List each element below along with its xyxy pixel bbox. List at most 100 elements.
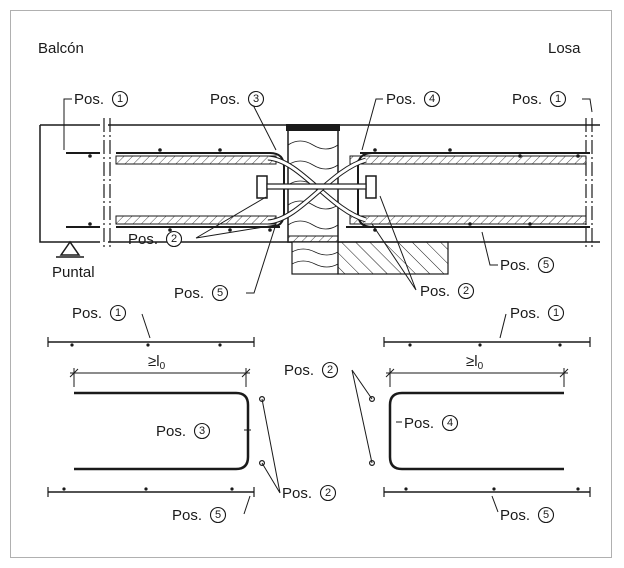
label-pos3-det: Pos. 3	[156, 422, 211, 440]
det-bar-pos5-left	[47, 487, 255, 497]
transverse-bars-section	[88, 148, 580, 232]
slab-outline	[39, 124, 600, 243]
label-pos1-det-right: Pos. 1	[510, 304, 565, 322]
figure-frame	[10, 10, 612, 558]
bar-pos4-right-upper	[349, 155, 587, 165]
label-text: Pos.	[74, 91, 104, 108]
number-circle	[209, 506, 227, 524]
bar-pos3-hook	[269, 152, 285, 228]
number-circle	[549, 90, 567, 108]
bar-pos5-left-lower	[115, 215, 277, 225]
number-text: 1	[117, 93, 123, 105]
number-text: 5	[215, 509, 221, 521]
number-circle	[423, 90, 441, 108]
label-text: Pos.	[156, 423, 186, 440]
det-bars-pos2	[259, 396, 376, 467]
detail-view: ≥l0 ≥l0	[47, 337, 591, 497]
number-text: 1	[115, 307, 121, 319]
bar-pos5-right-lower	[349, 215, 587, 225]
heading-balcon: Balcón	[38, 40, 84, 57]
number-circle	[547, 304, 565, 322]
label-text: Pos.	[210, 91, 240, 108]
number-text: 2	[171, 233, 177, 245]
number-text: 1	[553, 307, 559, 319]
label-text: Pos.	[386, 91, 416, 108]
det-bar-pos1-right	[383, 337, 591, 347]
number-circle	[165, 230, 183, 248]
support-label: Puntal	[52, 264, 95, 281]
insulation-cap	[286, 124, 340, 131]
number-circle	[457, 282, 475, 300]
number-text: 5	[543, 259, 549, 271]
label-text: Pos.	[500, 257, 530, 274]
label-pos5-mid-left: Pos. 5	[174, 284, 229, 302]
insulation-bottom-strip	[287, 235, 339, 243]
break-line-left	[103, 118, 111, 250]
number-text: 3	[199, 425, 205, 437]
label-pos4-top: Pos. 4	[386, 90, 441, 108]
label-pos2-det-left: Pos. 2	[282, 484, 337, 502]
number-circle	[321, 361, 339, 379]
label-text: Pos.	[500, 507, 530, 524]
label-pos5-det-right: Pos. 5	[500, 506, 555, 524]
label-text: Pos.	[172, 507, 202, 524]
label-pos2-mid-left: Pos. 2	[128, 230, 183, 248]
number-text: 5	[543, 509, 549, 521]
number-circle	[211, 284, 229, 302]
label-text: Pos.	[512, 91, 542, 108]
label-pos3-top: Pos. 3	[210, 90, 265, 108]
section-view: Puntal	[39, 118, 600, 281]
support-triangle	[59, 240, 81, 256]
label-text: Pos.	[282, 485, 312, 502]
number-text: 2	[325, 487, 331, 499]
wall-insulation	[291, 241, 339, 275]
label-text: Pos.	[510, 305, 540, 322]
number-text: 2	[327, 364, 333, 376]
label-text: Pos.	[420, 283, 450, 300]
number-circle	[193, 422, 211, 440]
label-pos1-top-right: Pos. 1	[512, 90, 567, 108]
number-circle	[247, 90, 265, 108]
label-pos5-mid-right: Pos. 5	[500, 256, 555, 274]
det-bar-pos3-u	[74, 391, 250, 471]
det-bar-pos5-right	[383, 487, 591, 497]
label-pos1-det-left: Pos. 1	[72, 304, 127, 322]
number-circle	[537, 256, 555, 274]
wall-hatched	[337, 241, 449, 275]
label-text: Pos.	[404, 415, 434, 432]
number-text: 3	[253, 93, 259, 105]
det-bar-pos1-left	[47, 337, 255, 347]
label-pos2-mid-right: Pos. 2	[420, 282, 475, 300]
number-text: 2	[463, 285, 469, 297]
bar-pos4-hook	[357, 152, 373, 228]
det-bar-pos4-u	[388, 391, 564, 471]
number-text: 4	[429, 93, 435, 105]
break-line-right	[585, 118, 593, 250]
dimension-left-label: ≥l0	[148, 353, 166, 372]
heading-losa: Losa	[548, 40, 581, 57]
dimension-left	[69, 368, 251, 387]
label-pos4-det: Pos. 4	[404, 414, 459, 432]
label-pos2-det-center: Pos. 2	[284, 361, 339, 379]
shear-connector	[256, 175, 377, 199]
label-pos1-top-left: Pos. 1	[74, 90, 129, 108]
leader-lines	[63, 98, 593, 515]
bar-pos3-left-upper	[115, 155, 277, 165]
label-text: Pos.	[72, 305, 102, 322]
dimension-right-label: ≥l0	[466, 353, 484, 372]
label-text: Pos.	[284, 362, 314, 379]
number-text: 4	[447, 417, 453, 429]
number-circle	[441, 414, 459, 432]
number-text: 1	[555, 93, 561, 105]
number-text: 5	[217, 287, 223, 299]
label-text: Pos.	[128, 231, 158, 248]
label-text: Pos.	[174, 285, 204, 302]
number-circle	[111, 90, 129, 108]
number-circle	[109, 304, 127, 322]
label-pos5-det-left: Pos. 5	[172, 506, 227, 524]
dimension-right	[385, 368, 569, 387]
number-circle	[319, 484, 337, 502]
number-circle	[537, 506, 555, 524]
